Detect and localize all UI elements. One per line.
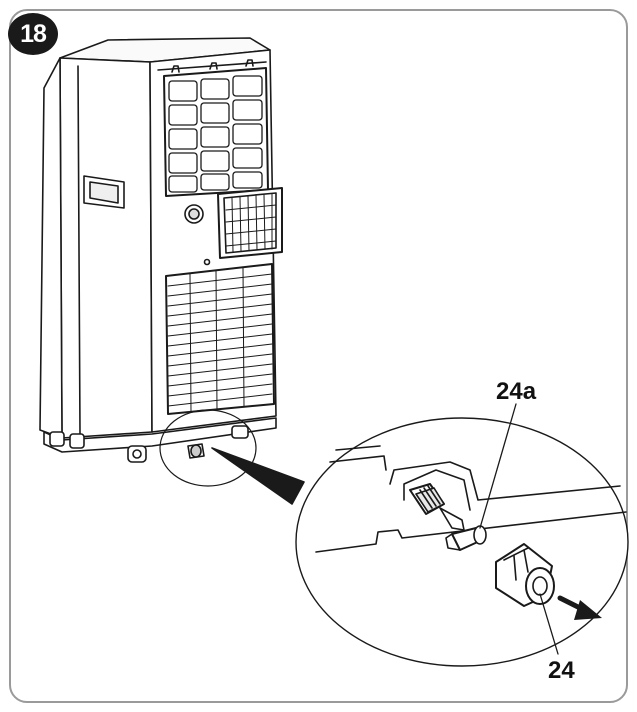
callout-label-24a: 24a <box>496 378 537 405</box>
magnified-detail <box>295 417 629 667</box>
step-number-badge: 18 <box>8 13 58 55</box>
air-conditioner-unit <box>39 37 283 487</box>
zoom-pointer <box>211 447 305 505</box>
leader-line-24 <box>539 593 559 655</box>
callout-label-24: 24 <box>548 657 575 684</box>
step-number: 18 <box>20 19 47 48</box>
figure-frame <box>9 9 628 703</box>
pull-direction-arrow <box>557 595 602 620</box>
leader-line-24a <box>479 403 517 529</box>
